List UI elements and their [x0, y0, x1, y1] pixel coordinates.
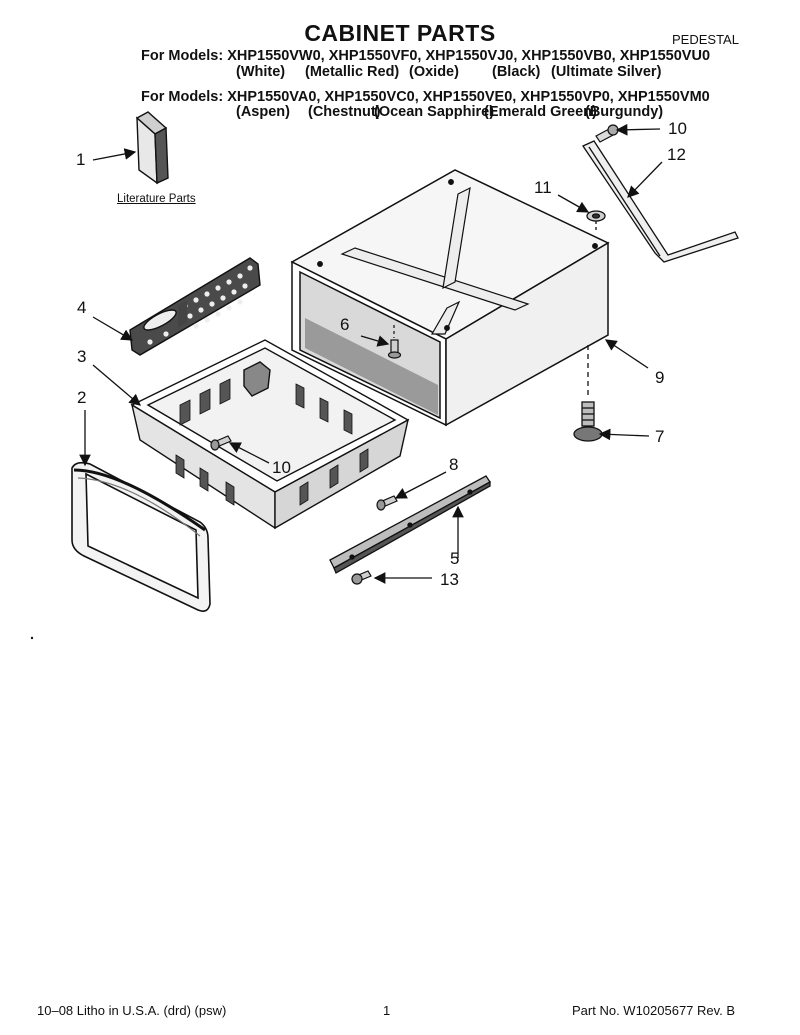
callout-2: 2: [77, 388, 87, 407]
leader-lines: [79, 123, 663, 584]
color-ocean-sapphire: (Ocean Sapphire): [374, 104, 495, 120]
drawer-front: [71, 461, 211, 612]
bumper: [586, 210, 606, 232]
screw-rail-13: [351, 570, 372, 585]
callout-13: 13: [440, 570, 459, 589]
models-line-1: For Models: XHP1550VW0, XHP1550VF0, XHP1…: [141, 48, 711, 64]
screw-rail-8: [376, 495, 398, 511]
color-black: (Black): [492, 64, 541, 80]
color-chestnut: (Chestnut): [308, 104, 381, 120]
screw-top: [595, 124, 619, 143]
callout-8: 8: [449, 455, 459, 474]
callout-11: 11: [534, 178, 552, 197]
color-burgundy: (Burgundy): [585, 104, 664, 120]
literature-booklet: [135, 111, 169, 185]
color-emerald-green: (Emerald Green): [484, 104, 597, 120]
footer-litho: 10–08 Litho in U.S.A. (drd) (psw): [37, 1003, 227, 1018]
perforated-panel: [129, 257, 261, 356]
color-metallic-red: (Metallic Red): [305, 64, 400, 80]
callout-7: 7: [655, 427, 665, 446]
page-title: CABINET PARTS: [304, 20, 496, 46]
callout-4: 4: [77, 298, 87, 317]
color-aspen: (Aspen): [236, 104, 290, 120]
callout-12: 12: [667, 145, 686, 164]
section-label: PEDESTAL: [672, 32, 739, 47]
bracket-rod: [582, 140, 739, 263]
cabinet-box: [290, 169, 610, 427]
callout-3: 3: [77, 347, 87, 366]
slide-rail: [329, 475, 491, 574]
leveling-foot: [573, 345, 603, 442]
callout-5: 5: [450, 549, 460, 568]
drawer-tray: [130, 300, 410, 530]
callout-10-tray: 10: [272, 458, 291, 477]
callout-1: 1: [76, 150, 86, 169]
screw-tray: [210, 435, 232, 451]
color-oxide: (Oxide): [409, 64, 459, 80]
callout-9: 9: [655, 368, 665, 387]
callout-6: 6: [340, 315, 350, 334]
color-ultimate-silver: (Ultimate Silver): [551, 64, 662, 80]
page-number: 1: [383, 1003, 391, 1018]
part-number: Part No. W10205677 Rev. B: [572, 1003, 736, 1018]
literature-parts-label: Literature Parts: [117, 193, 196, 205]
color-white: (White): [236, 64, 286, 80]
callout-10-top: 10: [668, 119, 687, 138]
screw-inner: [387, 325, 402, 359]
models-line-2: For Models: XHP1550VA0, XHP1550VC0, XHP1…: [141, 89, 710, 105]
